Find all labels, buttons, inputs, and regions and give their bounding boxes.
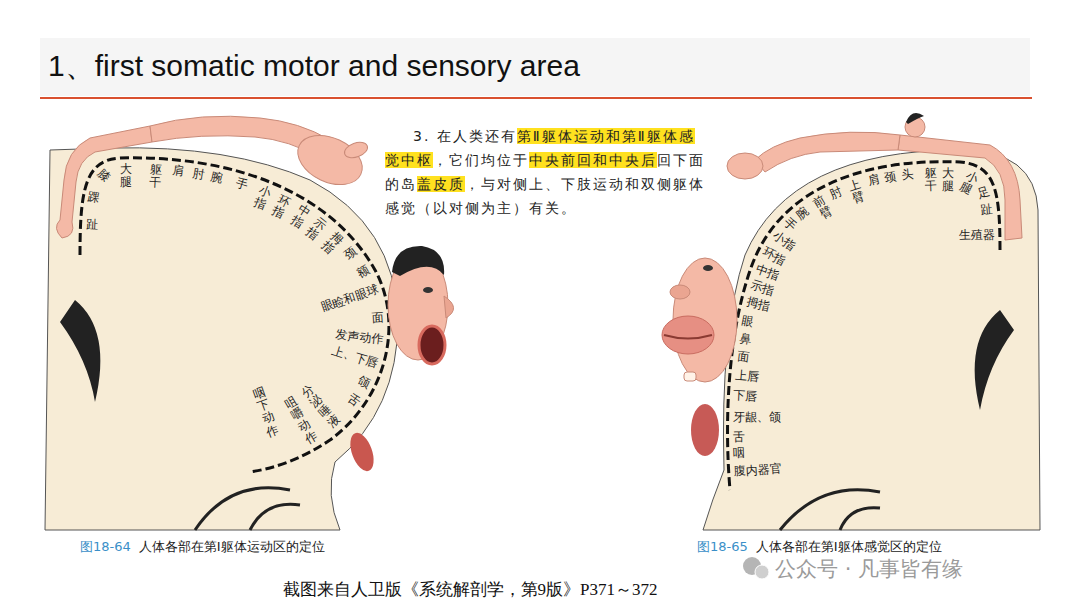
note-text: 3. 在人类还有 (413, 128, 517, 144)
cortex-line (728, 162, 1000, 490)
slide-title: 1、first somatic motor and sensory area (48, 46, 580, 87)
homunculus-hand (727, 153, 763, 179)
note-text: ，它们均位于 (433, 152, 529, 168)
homunculus-nose (670, 285, 690, 299)
homunculus-thumb (342, 139, 369, 160)
body-part-label: 趾 (981, 202, 994, 216)
homunculus-mouth (419, 326, 445, 364)
homunculus-leg (898, 135, 1022, 240)
brain-section (703, 150, 1040, 530)
title-rule (40, 97, 1032, 99)
brainstem-outline (780, 490, 880, 530)
body-part-label: 头 (902, 168, 915, 182)
cortex-line (80, 158, 389, 472)
body-part-label: 咽 (733, 447, 745, 461)
brain-section (45, 148, 398, 530)
homunculus-trunk (755, 132, 900, 172)
figure-caption: 图18-65 (697, 538, 748, 556)
figure-caption: 人体各部在第Ⅰ躯体感觉区的定位 (756, 538, 942, 556)
homunculus-pharynx (691, 404, 719, 456)
homunculus-tongue (346, 430, 378, 474)
note-paragraph: 3. 在人类还有第Ⅱ躯体运动和第Ⅱ躯体感觉中枢，它们均位于中央前回和中央后回下面… (385, 124, 705, 220)
ventricle (60, 300, 100, 402)
homunculus-nose (444, 296, 454, 318)
homunculus-lips (662, 316, 714, 354)
body-part-label: 肩 (866, 173, 881, 189)
homunculus-eye (703, 265, 713, 271)
body-part-label: 生殖器 (959, 229, 995, 243)
body-part-label: 颈 (883, 170, 897, 185)
body-part-label: 下唇 (733, 389, 758, 403)
figure-caption: 人体各部在第Ⅰ躯体运动区的定位 (139, 538, 325, 556)
body-part-label: 面 (736, 350, 749, 364)
watermark: 公众号 · 凡事皆有缘 (775, 555, 963, 583)
body-part-label: 肘 (191, 167, 205, 182)
body-part-label: 牙龈、颌 (733, 410, 781, 424)
watermark-icon (755, 565, 769, 579)
highlighted-text: 中央前回和中央后 (529, 152, 657, 168)
homunculus-leg (56, 126, 152, 238)
body-part-label: 躯干 (149, 163, 162, 190)
highlighted-text: 盖皮质 (417, 176, 465, 192)
body-part-label: 舌 (732, 431, 744, 444)
brainstem-outline (195, 488, 300, 530)
body-part-label: 面 (371, 312, 384, 326)
body-part-label: 上唇 (734, 369, 759, 384)
homunculus-hair (906, 113, 924, 124)
homunculus-tooth (684, 372, 696, 381)
body-part-label: 鼻 (738, 332, 752, 347)
body-part-label: 肩 (171, 165, 184, 179)
body-part-label: 趾 (85, 218, 98, 232)
homunculus-hand (290, 126, 370, 195)
figure-caption: 图18-64 (80, 538, 131, 556)
body-part-label: 眼 (741, 314, 755, 329)
homunculus-eye (423, 287, 433, 293)
body-part-label: 大腿 (120, 163, 132, 190)
body-part-label: 躯干 (924, 167, 937, 194)
title-band (40, 38, 1030, 96)
body-part-label: 腹内器官 (733, 463, 782, 479)
homunculus-hair (392, 246, 444, 276)
homunculus-mouth (664, 335, 712, 339)
body-part-label: 大腿 (942, 167, 954, 194)
source-note: 截图来自人卫版《系统解剖学，第9版》P371～372 (283, 578, 658, 601)
ventricle (975, 310, 1014, 410)
